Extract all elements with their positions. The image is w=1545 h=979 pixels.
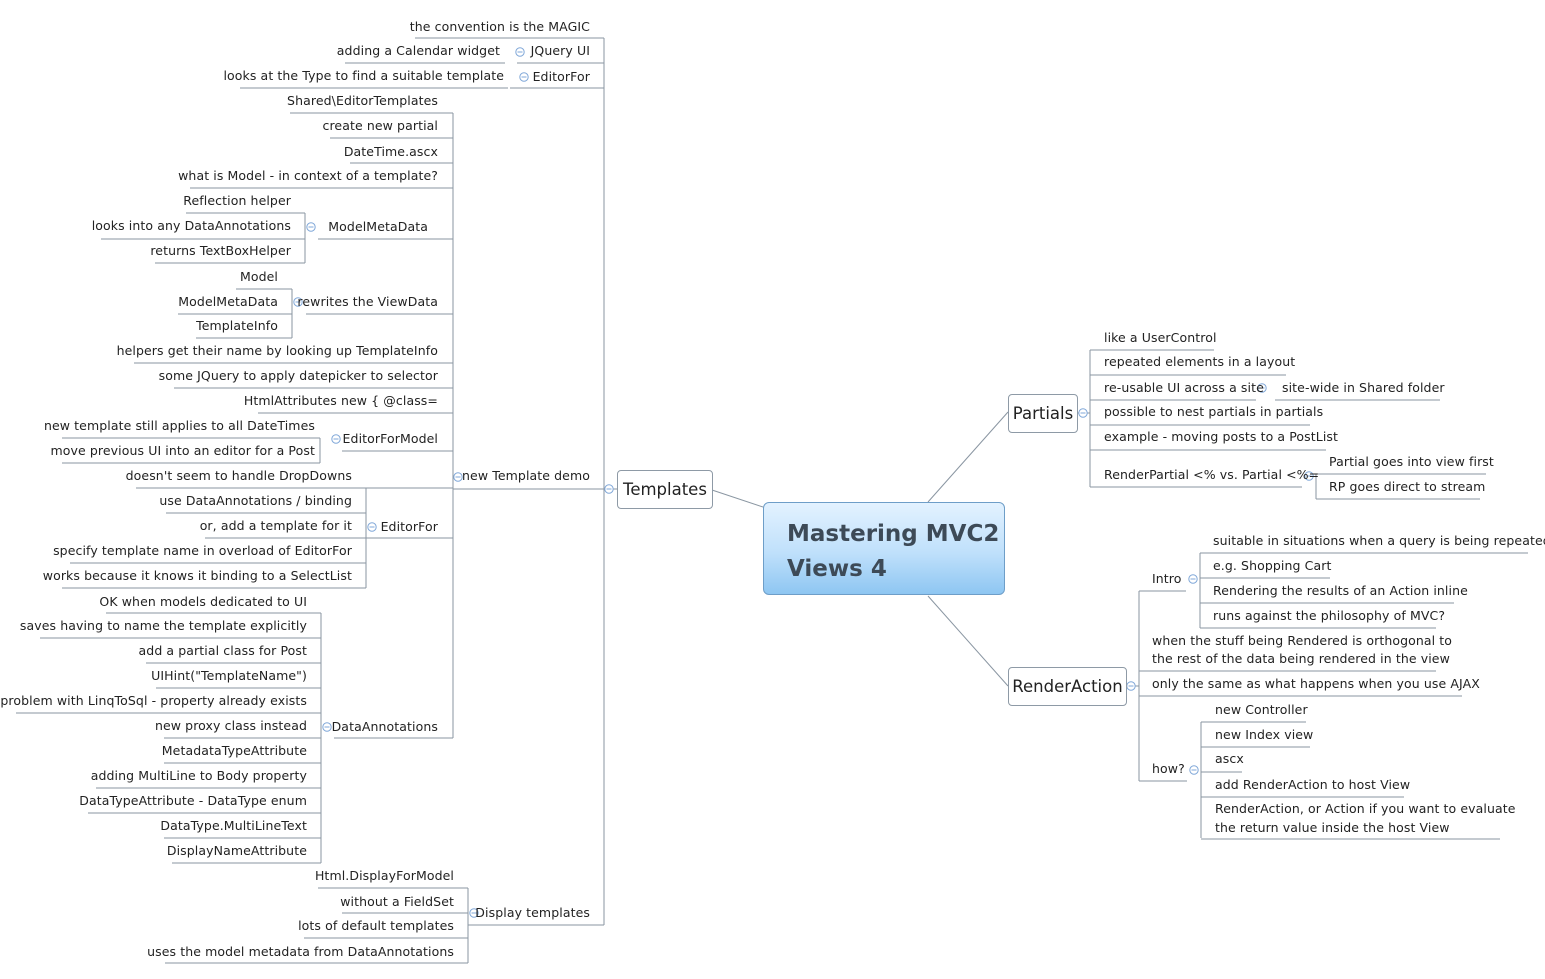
topic-node[interactable]: new Controller (1215, 702, 1308, 717)
central-topic[interactable]: Mastering MVC2 Views 4 (763, 502, 1005, 595)
topic-node[interactable]: ModelMetaData (328, 219, 428, 234)
topic-node[interactable]: lots of default templates (298, 918, 454, 933)
renderaction-topic[interactable]: RenderAction (1008, 667, 1127, 706)
topic-node[interactable]: EditorFor (532, 69, 590, 84)
topic-node[interactable]: JQuery UI (530, 43, 590, 58)
topic-node[interactable]: create new partial (322, 118, 438, 133)
topic-node[interactable]: UIHint("TemplateName") (151, 668, 307, 683)
topic-node[interactable]: how? (1152, 761, 1185, 776)
topic-node[interactable]: doesn't seem to handle DropDowns (125, 468, 352, 483)
topic-node[interactable]: HtmlAttributes new { @class= (243, 393, 438, 408)
topic-node[interactable]: looks into any DataAnnotations (91, 218, 291, 233)
topic-node[interactable]: new Template demo (462, 468, 590, 483)
topic-node[interactable]: OK when models dedicated to UI (99, 594, 307, 609)
topic-node[interactable]: Model (239, 269, 278, 284)
topic-node[interactable]: use DataAnnotations / binding (159, 493, 352, 508)
topic-node[interactable]: some JQuery to apply datepicker to selec… (158, 368, 438, 383)
topic-node[interactable]: example - moving posts to a PostList (1104, 429, 1339, 444)
topic-node[interactable]: Intro (1152, 571, 1182, 586)
topic-node[interactable]: saves having to name the template explic… (19, 618, 307, 633)
topic-node[interactable]: suitable in situations when a query is b… (1213, 533, 1545, 548)
topic-node[interactable]: helpers get their name by looking up Tem… (116, 343, 438, 358)
topic-node[interactable]: rewrites the ViewData (297, 294, 438, 309)
topic-node[interactable]: like a UserControl (1104, 330, 1217, 345)
topic-node[interactable]: re-usable UI across a site (1104, 380, 1264, 395)
topic-node[interactable]: DataAnnotations (331, 719, 438, 734)
topic-node[interactable]: new proxy class instead (154, 718, 307, 733)
topic-node[interactable]: specify template name in overload of Edi… (53, 543, 352, 558)
topic-node[interactable]: DateTime.ascx (343, 144, 438, 159)
topic-node[interactable]: Display templates (475, 905, 590, 920)
topic-node[interactable]: the rest of the data being rendered in t… (1152, 651, 1450, 666)
topic-node[interactable]: add RenderAction to host View (1215, 777, 1411, 792)
topic-node[interactable]: problem with LinqToSql - property alread… (0, 693, 307, 708)
topic-node[interactable]: DataTypeAttribute - DataType enum (79, 793, 307, 808)
topic-node[interactable]: move previous UI into an editor for a Po… (50, 443, 315, 458)
central-title-line2: Views 4 (787, 556, 887, 582)
topic-node[interactable]: uses the model metadata from DataAnnotat… (147, 944, 454, 959)
topic-node[interactable]: without a FieldSet (340, 894, 454, 909)
topic-node[interactable]: new template still applies to all DateTi… (43, 418, 315, 433)
topic-node[interactable]: RP goes direct to stream (1329, 479, 1486, 494)
topic-node[interactable]: RenderAction, or Action if you want to e… (1215, 801, 1516, 816)
topic-node[interactable]: only the same as what happens when you u… (1152, 676, 1480, 691)
topic-node[interactable]: e.g. Shopping Cart (1213, 558, 1332, 573)
partials-topic[interactable]: Partials (1008, 394, 1078, 433)
topic-node[interactable]: site-wide in Shared folder (1282, 380, 1445, 395)
topic-node[interactable]: ModelMetaData (178, 294, 278, 309)
topic-node[interactable]: Partial goes into view first (1329, 454, 1494, 469)
topic-node[interactable]: what is Model - in context of a template… (178, 168, 438, 183)
topic-node[interactable]: new Index view (1215, 727, 1314, 742)
topic-node[interactable]: EditorFor (380, 519, 438, 534)
topic-node[interactable]: the convention is the MAGIC (409, 19, 590, 34)
templates-topic[interactable]: Templates (617, 470, 713, 509)
topic-node[interactable]: or, add a template for it (199, 518, 352, 533)
topic-node[interactable]: possible to nest partials in partials (1104, 404, 1324, 419)
topic-node[interactable]: Rendering the results of an Action inlin… (1213, 583, 1468, 598)
topic-node[interactable]: Reflection helper (183, 193, 291, 208)
topic-node[interactable]: RenderPartial <% vs. Partial <%= (1104, 467, 1320, 482)
topic-node[interactable]: the return value inside the host View (1215, 820, 1450, 835)
topic-node[interactable]: adding a Calendar widget (336, 43, 500, 58)
topic-node[interactable]: DisplayNameAttribute (166, 843, 307, 858)
topic-node[interactable]: DataType.MultiLineText (160, 818, 307, 833)
topic-node[interactable]: EditorForModel (342, 431, 438, 446)
topic-node[interactable]: TemplateInfo (196, 318, 278, 333)
topic-node[interactable]: ascx (1215, 751, 1244, 766)
topic-node[interactable]: repeated elements in a layout (1104, 354, 1296, 369)
topic-node[interactable]: when the stuff being Rendered is orthogo… (1152, 633, 1453, 648)
central-title-line1: Mastering MVC2 (787, 521, 1000, 547)
topic-node[interactable]: returns TextBoxHelper (150, 243, 291, 258)
topic-node[interactable]: runs against the philosophy of MVC? (1213, 608, 1446, 623)
topic-node[interactable]: looks at the Type to find a suitable tem… (223, 68, 504, 83)
topic-node[interactable]: Html.DisplayForModel (314, 868, 454, 883)
topic-node[interactable]: adding MultiLine to Body property (90, 768, 307, 783)
topic-node[interactable]: MetadataTypeAttribute (161, 743, 307, 758)
topic-node[interactable]: works because it knows it binding to a S… (42, 568, 352, 583)
topic-node[interactable]: Shared\EditorTemplates (287, 93, 438, 108)
topic-node[interactable]: add a partial class for Post (138, 643, 307, 658)
